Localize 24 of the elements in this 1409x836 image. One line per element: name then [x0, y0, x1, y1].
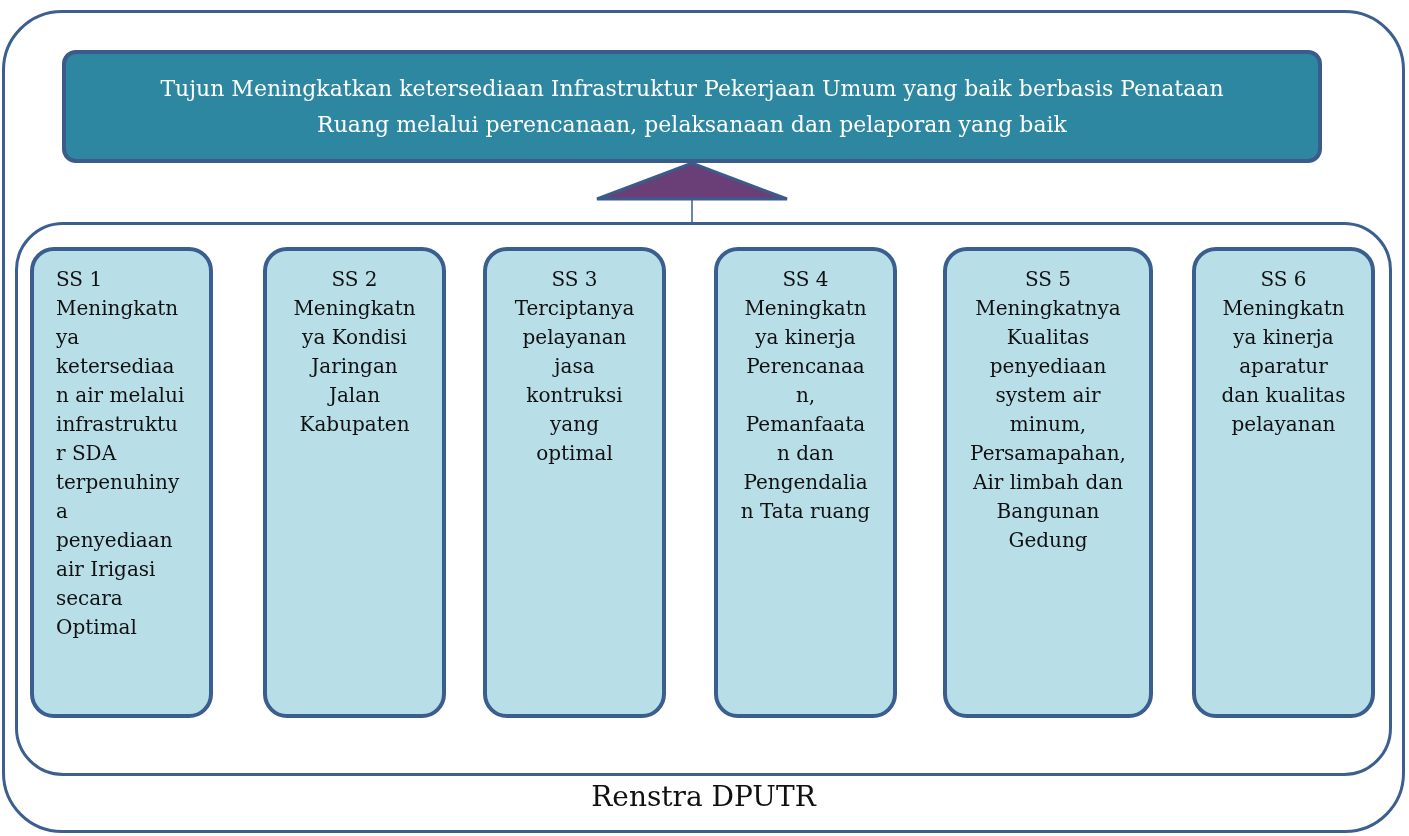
strategy-code: SS 3 [550, 266, 599, 293]
strategy-text: Meningkatnya Kondisi Jaringan Jalan Kabupaten [292, 295, 417, 438]
outer-frame [2, 10, 1405, 833]
strategy-text: Terciptanya pelayanan jasa kontruksi yang optimal [513, 295, 636, 467]
strategy-code: SS 1 [56, 266, 104, 293]
strategy-box [263, 247, 446, 718]
goal-text: Tujun Meningkatkan ketersediaan Infrastruktur Pekerjaan Umum yang baik berbasis Penataan Ruang melalui perencanaan, pelaksanaan dan pelaporan yang baik [159, 74, 1225, 139]
strategy-code: SS 5 [1023, 266, 1073, 293]
strategy-box [714, 247, 897, 718]
goal-box [62, 50, 1322, 163]
strategy-box [943, 247, 1153, 718]
strategy-group-box [15, 222, 1392, 776]
strategy-text: Meningkatnya Kualitas penyediaan system air minum, Persamapahan, Air limbah dan Bangunan Gedung [969, 295, 1127, 554]
strategy-box [30, 247, 213, 718]
strategy-text: Meningkatnya kinerja Perencanaan, Pemanfaatan dan Pengendalian Tata ruang [740, 295, 871, 525]
strategy-text: Meningkatnya ketersediaan air melalui infrastruktur SDA terpenuhinya penyediaan air Irigasi secara Optimal [56, 295, 186, 641]
up-arrow [595, 161, 789, 223]
strategy-code: SS 4 [781, 266, 830, 293]
strategy-box [1192, 247, 1375, 718]
strategy-code: SS 6 [1259, 266, 1308, 293]
frame-title: Renstra DPUTR [590, 779, 818, 815]
strategy-code: SS 2 [330, 266, 379, 293]
strategy-box [483, 247, 666, 718]
strategy-text: Meningkatnya kinerja aparatur dan kualitas pelayanan [1220, 295, 1347, 438]
